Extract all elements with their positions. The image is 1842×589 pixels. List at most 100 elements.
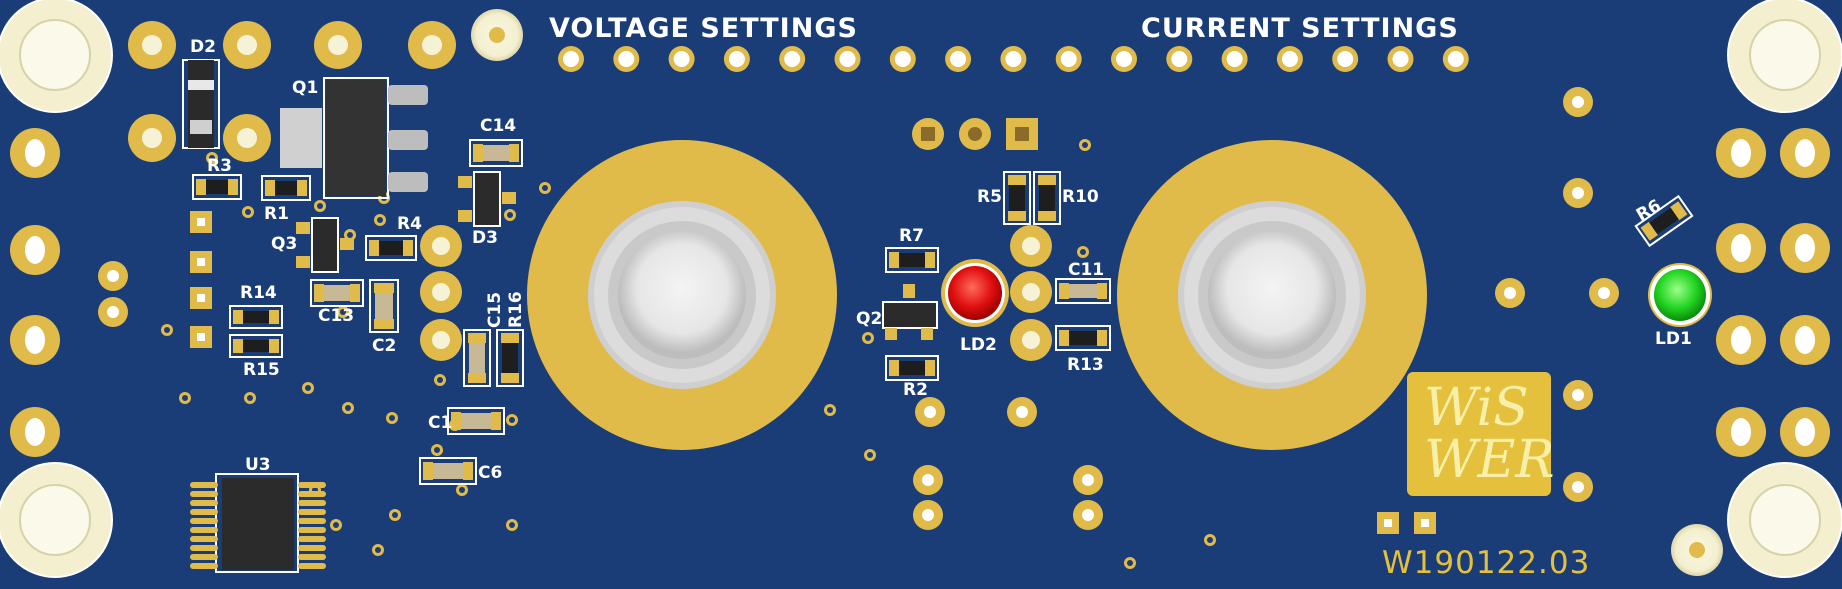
edge-pads <box>10 87 1830 534</box>
tht-pad <box>98 261 128 291</box>
smd-resistor <box>496 329 524 387</box>
ref-r2: R2 <box>903 380 928 400</box>
ic-pin <box>298 563 326 569</box>
header-pin <box>1166 46 1193 72</box>
ic-pin <box>190 518 218 524</box>
ic-pin <box>190 563 218 569</box>
tht-pad <box>913 500 943 530</box>
ref-r7: R7 <box>899 226 924 246</box>
smd-resistor <box>1003 171 1031 225</box>
green-led-ld1 <box>1648 263 1712 327</box>
smd-resistor <box>261 175 311 201</box>
smd-components <box>192 139 1694 485</box>
wisewer-logo <box>1407 372 1551 496</box>
header-pin <box>613 46 640 72</box>
edge-pad <box>1716 223 1766 273</box>
voltage-settings-heading: VOLTAGE SETTINGS <box>549 13 858 44</box>
ic-pin <box>298 518 326 524</box>
ref-r15: R15 <box>243 360 280 380</box>
via <box>506 519 518 531</box>
via <box>161 324 173 336</box>
ref-r10: R10 <box>1062 187 1099 207</box>
header-pin <box>558 46 584 72</box>
via <box>1124 557 1136 569</box>
ic-pin <box>190 527 218 533</box>
via <box>862 332 874 344</box>
diode-d2 <box>182 59 220 149</box>
square-pad <box>190 287 212 309</box>
edge-pad <box>10 407 60 457</box>
edge-pad <box>10 128 60 178</box>
tht-pad <box>1073 500 1103 530</box>
smd-resistor <box>1033 171 1061 225</box>
red-led-ld2 <box>941 259 1009 327</box>
header-pin <box>1442 46 1469 72</box>
ref-r3: R3 <box>207 156 232 176</box>
ref-c2: C2 <box>372 336 397 356</box>
via <box>434 374 446 386</box>
tht-pads-center <box>420 118 1052 361</box>
header-pin <box>889 46 916 72</box>
via <box>242 206 254 218</box>
header-pin <box>945 46 972 72</box>
ic-pin <box>190 545 218 551</box>
tht-pad <box>1007 397 1037 427</box>
via <box>431 444 443 456</box>
via <box>1077 246 1089 258</box>
logo-text-line2: WER <box>1424 430 1555 490</box>
tht-pad <box>915 397 945 427</box>
smd-resistor <box>885 355 939 381</box>
smd-resistor <box>229 334 283 358</box>
smd-resistor <box>365 235 417 261</box>
ref-c15: C15 <box>485 291 505 328</box>
smd-capacitor <box>310 279 364 307</box>
tht-pad <box>1495 278 1525 308</box>
tht-pad <box>1563 380 1593 410</box>
smd-capacitor <box>469 139 523 167</box>
ic-u3 <box>190 473 326 573</box>
transistor-q2 <box>882 284 938 340</box>
ref-u3: U3 <box>245 455 271 475</box>
via <box>824 404 836 416</box>
square-pad <box>190 326 212 348</box>
current-potentiometer[interactable] <box>1117 140 1427 450</box>
header-pin <box>1111 46 1137 72</box>
smd-capacitor <box>463 329 491 387</box>
square-pad <box>190 251 212 273</box>
smd-capacitor <box>1055 278 1111 304</box>
header-pin <box>723 46 750 72</box>
tht-pads-left <box>128 21 456 162</box>
via <box>244 392 256 404</box>
header-pin <box>1387 46 1414 72</box>
smd-resistor <box>1055 325 1111 351</box>
ref-r1: R1 <box>264 204 289 224</box>
header-pin <box>1055 46 1082 72</box>
ref-c14: C14 <box>480 116 517 136</box>
via <box>342 402 354 414</box>
tht-pad <box>1563 87 1593 117</box>
ref-c1: C1 <box>428 413 453 433</box>
header-pin-row <box>558 46 1469 72</box>
current-settings-heading: CURRENT SETTINGS <box>1141 13 1459 44</box>
ic-pin <box>190 536 218 542</box>
ref-r16: R16 <box>506 291 526 328</box>
ic-pin <box>190 554 218 560</box>
header-pin <box>1276 46 1303 72</box>
tht-pad <box>1589 278 1619 308</box>
ic-pin <box>190 482 218 488</box>
transistor-d3 <box>458 171 516 227</box>
smd-resistor-r6 <box>1634 194 1694 248</box>
ref-q1: Q1 <box>292 78 319 98</box>
board-version: W190122.03 <box>1382 545 1591 581</box>
via <box>386 412 398 424</box>
ic-pin <box>298 536 326 542</box>
ref-ld1: LD1 <box>1655 329 1692 349</box>
via <box>337 306 349 318</box>
smd-resistor <box>885 247 939 273</box>
square-pad <box>1414 512 1436 534</box>
voltage-potentiometer[interactable] <box>527 140 837 450</box>
transistor-q1 <box>280 77 428 199</box>
ref-r13: R13 <box>1067 355 1104 375</box>
